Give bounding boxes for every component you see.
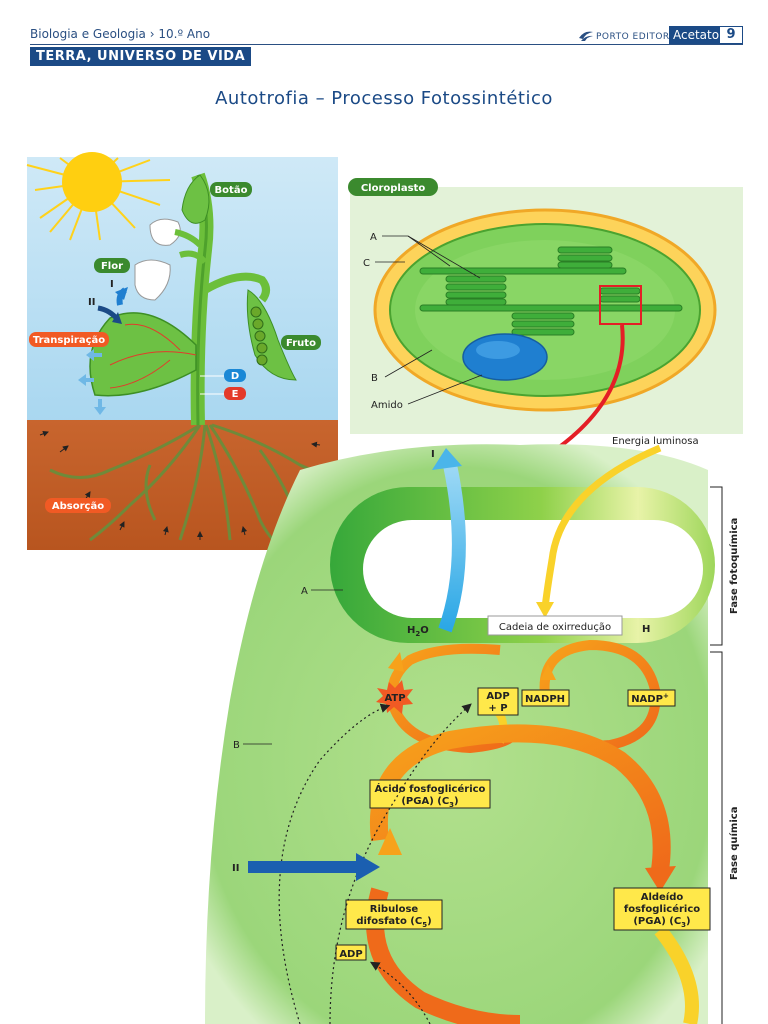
page-title: Autotrofia – Processo Fotossintético [215, 88, 553, 109]
atp-burst-icon: ATP [376, 680, 413, 714]
label-cycle-i: I [431, 449, 435, 460]
svg-text:fosfoglicérico: fosfoglicérico [624, 903, 700, 915]
svg-text:Transpiração: Transpiração [33, 335, 105, 346]
breadcrumb-separator: › [149, 27, 155, 41]
svg-text:ATP: ATP [384, 693, 405, 704]
svg-text:NADPH: NADPH [525, 694, 565, 705]
nadp-box: NADP+ [627, 689, 676, 707]
label-amido: Amido [371, 400, 403, 411]
cadeia-box: Cadeia de oxirredução [487, 615, 623, 636]
label-transpiracao: Transpiração [29, 332, 109, 347]
adp-p-box: ADP + P [477, 687, 519, 716]
flower-icon [134, 218, 181, 301]
svg-text:E: E [232, 389, 239, 400]
acetato-number: 9 [719, 26, 743, 44]
label-cycle-b: B [233, 740, 240, 751]
svg-text:ADP: ADP [486, 691, 509, 702]
svg-text:Ribulose: Ribulose [370, 904, 419, 915]
nadph-box: NADPH [521, 689, 570, 707]
label-plant-ii: II [88, 297, 95, 308]
svg-text:Cadeia de oxirredução: Cadeia de oxirredução [499, 622, 611, 633]
fruit-seeds [250, 306, 268, 366]
acetato-label: Acetato [669, 26, 724, 44]
dotted-arrows [278, 703, 472, 1024]
ribulose-box: Ribulose difosfato (C5) [345, 899, 443, 930]
svg-text:D: D [231, 371, 239, 382]
zoom-arrow [546, 324, 625, 457]
label-cloroplasto: Cloroplasto [348, 178, 438, 196]
svg-text:Botão: Botão [215, 185, 248, 196]
aldeido-box: Aldeído fosfoglicérico (PGA) (C3) [613, 887, 711, 931]
light-energy-arrow [541, 444, 662, 609]
publisher-logo-icon [579, 31, 593, 41]
svg-text:difosfato (C5): difosfato (C5) [356, 916, 431, 929]
chloroplast-panel [350, 187, 743, 434]
label-energia: Energia luminosa [612, 436, 699, 447]
grade-label: 10.º Ano [158, 27, 211, 41]
svg-text:NADP+: NADP+ [631, 692, 669, 705]
zoom-box [599, 285, 642, 325]
label-absorcao: Absorção [45, 498, 111, 513]
header-divider [30, 44, 743, 45]
label-chloro-a: A [370, 232, 377, 243]
svg-text:Flor: Flor [101, 261, 123, 272]
label-cycle-a: A [301, 586, 308, 597]
label-chloro-b: B [371, 373, 378, 384]
svg-text:Absorção: Absorção [52, 501, 104, 512]
co2-input-arrow [248, 853, 380, 881]
label-h: H [642, 624, 650, 635]
svg-text:+ P: + P [488, 703, 507, 714]
breadcrumb: Biologia e Geologia › 10.º Ano [30, 27, 210, 41]
label-d: D [200, 369, 246, 382]
svg-text:Ácido fosfoglicérico: Ácido fosfoglicérico [375, 782, 486, 795]
svg-text:Aldeído: Aldeído [641, 891, 684, 903]
label-fase-quimica: Fase química [728, 807, 740, 880]
label-fruto: Fruto [281, 335, 321, 350]
subject-label: Biologia e Geologia [30, 27, 146, 41]
label-e: E [200, 387, 246, 400]
svg-text:Cloroplasto: Cloroplasto [361, 183, 426, 194]
label-h2o: H2O [407, 625, 429, 638]
svg-text:(PGA) (C3): (PGA) (C3) [633, 916, 690, 929]
transpiration-arrows [78, 349, 106, 415]
label-chloro-c: C [363, 258, 370, 269]
svg-text:Fruto: Fruto [286, 338, 316, 349]
phase-brackets [710, 486, 723, 1024]
label-plant-i: I [110, 279, 114, 290]
label-cycle-ii: II [232, 863, 239, 874]
label-flor: Flor [94, 258, 130, 273]
unit-band: TERRA, UNIVERSO DE VIDA [30, 47, 252, 66]
publisher-name: PORTO EDITORA [596, 32, 676, 42]
svg-text:(PGA) (C3): (PGA) (C3) [401, 796, 458, 809]
svg-text:ADP: ADP [339, 949, 362, 960]
label-botao: Botão [210, 182, 252, 197]
water-split-arrow [438, 463, 466, 633]
pga-box: Ácido fosfoglicérico (PGA) (C3) [369, 779, 491, 809]
adp-box: ADP [335, 944, 367, 961]
label-fase-fotoquimica: Fase fotoquímica [728, 518, 740, 614]
sun-icon [26, 152, 171, 241]
